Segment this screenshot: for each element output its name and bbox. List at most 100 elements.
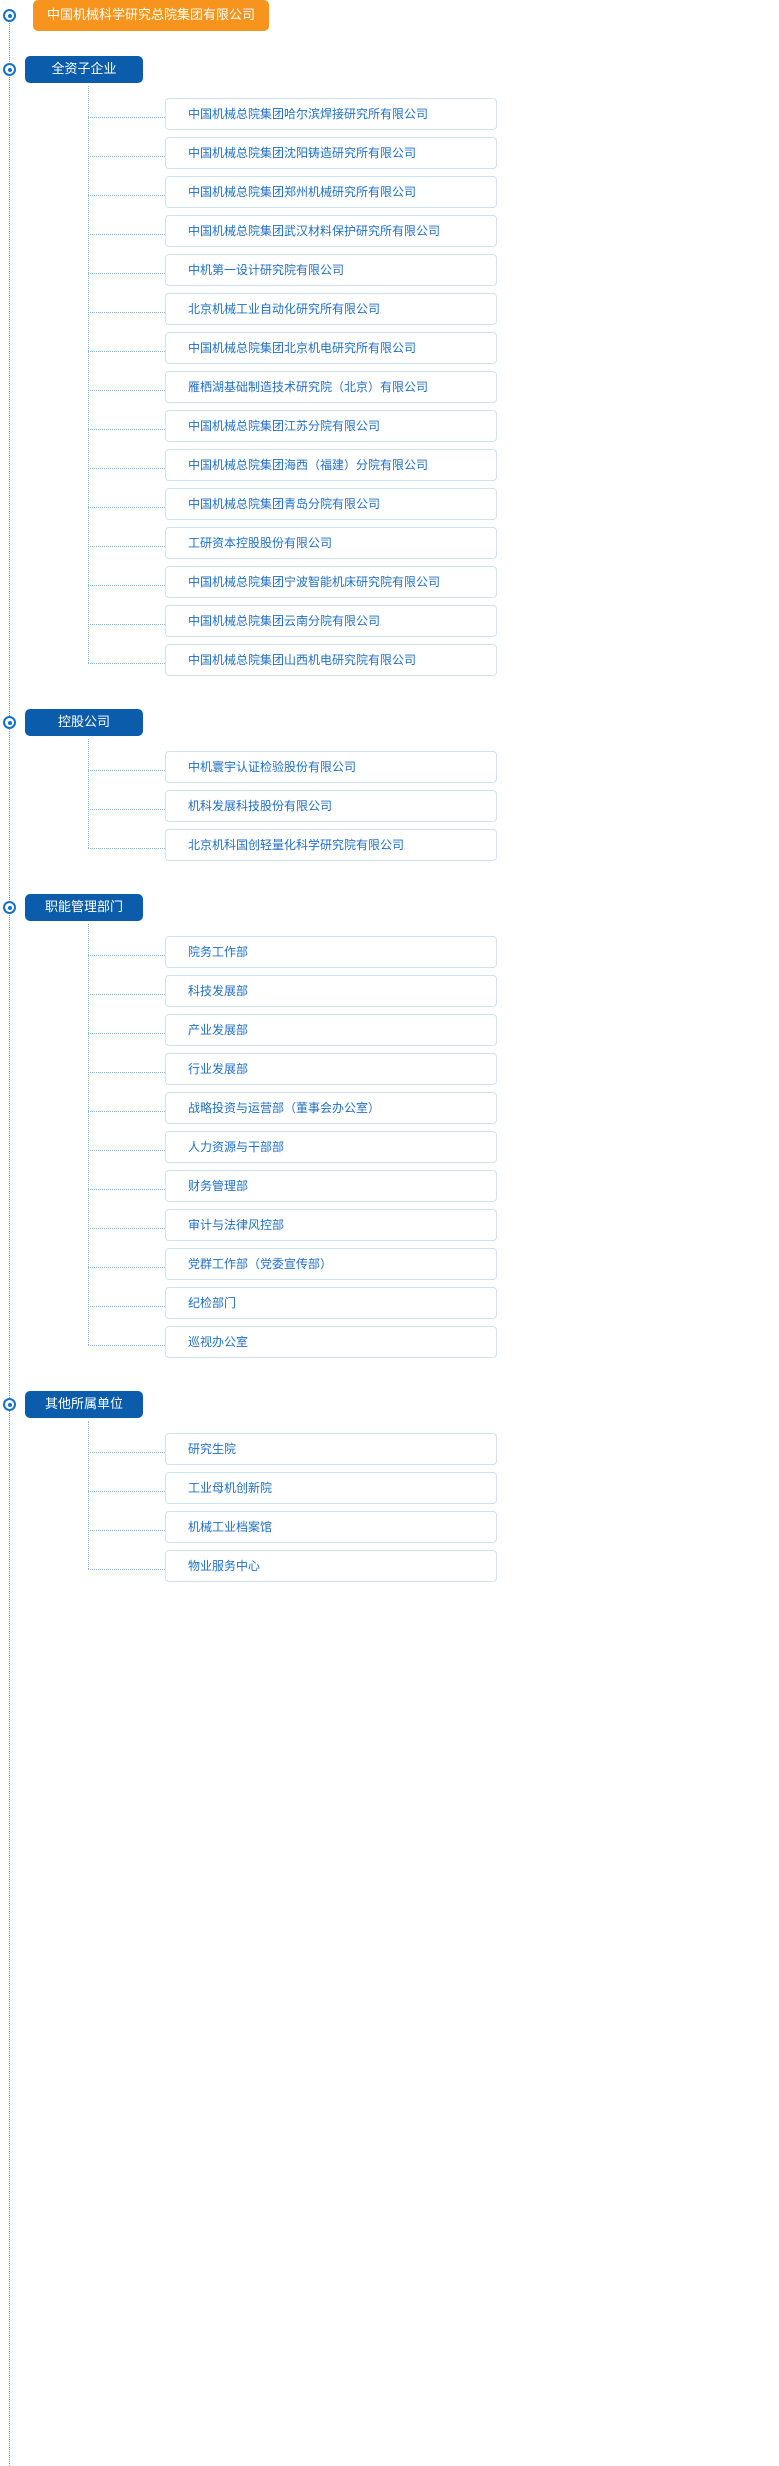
branch-stem-line bbox=[88, 1421, 89, 1569]
group-node-marker-icon[interactable] bbox=[3, 1398, 16, 1411]
leaf-row: 中国机械总院集团郑州机械研究所有限公司 bbox=[0, 176, 779, 215]
leaf-node[interactable]: 中国机械总院集团武汉材料保护研究所有限公司 bbox=[165, 215, 497, 247]
leaf-row: 战略投资与运营部（董事会办公室） bbox=[0, 1092, 779, 1131]
leaf-connector-line bbox=[88, 1267, 165, 1268]
leaf-node[interactable]: 中国机械总院集团郑州机械研究所有限公司 bbox=[165, 176, 497, 208]
group-2: 控股公司中机寰宇认证检验股份有限公司机科发展科技股份有限公司北京机科国创轻量化科… bbox=[0, 705, 779, 890]
leaf-connector-line bbox=[88, 770, 165, 771]
root-node[interactable]: 中国机械科学研究总院集团有限公司 bbox=[33, 0, 270, 31]
trunk-line bbox=[9, 20, 10, 2466]
leaf-node[interactable]: 中国机械总院集团江苏分院有限公司 bbox=[165, 410, 497, 442]
group-node-label[interactable]: 控股公司 bbox=[25, 709, 143, 736]
leaf-row: 纪检部门 bbox=[0, 1287, 779, 1326]
leaf-row: 中机第一设计研究院有限公司 bbox=[0, 254, 779, 293]
group-node-marker-icon[interactable] bbox=[3, 716, 16, 729]
leaf-row: 中国机械总院集团海西（福建）分院有限公司 bbox=[0, 449, 779, 488]
root-row: 中国机械科学研究总院集团有限公司 bbox=[0, 0, 779, 52]
leaf-connector-line bbox=[88, 809, 165, 810]
leaf-node[interactable]: 财务管理部 bbox=[165, 1170, 497, 1202]
leaf-row: 中国机械总院集团山西机电研究院有限公司 bbox=[0, 644, 779, 683]
leaf-connector-line bbox=[88, 994, 165, 995]
group-node-marker-icon[interactable] bbox=[3, 63, 16, 76]
leaf-connector-line bbox=[88, 468, 165, 469]
leaf-node[interactable]: 战略投资与运营部（董事会办公室） bbox=[165, 1092, 497, 1124]
leaf-row: 中国机械总院集团云南分院有限公司 bbox=[0, 605, 779, 644]
group-items: 中机寰宇认证检验股份有限公司机科发展科技股份有限公司北京机科国创轻量化科学研究院… bbox=[0, 739, 779, 868]
leaf-node[interactable]: 科技发展部 bbox=[165, 975, 497, 1007]
branch-stem-line bbox=[88, 924, 89, 1345]
leaf-connector-line bbox=[88, 624, 165, 625]
leaf-node[interactable]: 雁栖湖基础制造技术研究院（北京）有限公司 bbox=[165, 371, 497, 403]
group-items: 院务工作部科技发展部产业发展部行业发展部战略投资与运营部（董事会办公室） 人力资源… bbox=[0, 924, 779, 1365]
leaf-row: 工研资本控股股份有限公司 bbox=[0, 527, 779, 566]
leaf-row: 中机寰宇认证检验股份有限公司 bbox=[0, 751, 779, 790]
leaf-node[interactable]: 工业母机创新院 bbox=[165, 1472, 497, 1504]
leaf-node[interactable]: 审计与法律风控部 bbox=[165, 1209, 497, 1241]
leaf-node[interactable]: 中国机械总院集团云南分院有限公司 bbox=[165, 605, 497, 637]
leaf-connector-line bbox=[88, 663, 165, 664]
leaf-connector-line bbox=[88, 1452, 165, 1453]
leaf-row: 中国机械总院集团青岛分院有限公司 bbox=[0, 488, 779, 527]
leaf-connector-line bbox=[88, 234, 165, 235]
leaf-node[interactable]: 中国机械总院集团青岛分院有限公司 bbox=[165, 488, 497, 520]
leaf-row: 中国机械总院集团宁波智能机床研究院有限公司 bbox=[0, 566, 779, 605]
leaf-node[interactable]: 院务工作部 bbox=[165, 936, 497, 968]
group-header: 全资子企业 bbox=[0, 52, 779, 98]
leaf-row: 物业服务中心 bbox=[0, 1550, 779, 1589]
leaf-node[interactable]: 研究生院 bbox=[165, 1433, 497, 1465]
leaf-connector-line bbox=[88, 955, 165, 956]
leaf-connector-line bbox=[88, 1569, 165, 1570]
leaf-connector-line bbox=[88, 507, 165, 508]
leaf-connector-line bbox=[88, 1491, 165, 1492]
leaf-node[interactable]: 机械工业档案馆 bbox=[165, 1511, 497, 1543]
leaf-row: 机科发展科技股份有限公司 bbox=[0, 790, 779, 829]
group-node-label[interactable]: 其他所属单位 bbox=[25, 1391, 143, 1418]
leaf-node[interactable]: 行业发展部 bbox=[165, 1053, 497, 1085]
leaf-row: 中国机械总院集团武汉材料保护研究所有限公司 bbox=[0, 215, 779, 254]
group-node-marker-icon[interactable] bbox=[3, 901, 16, 914]
root-node-marker-icon[interactable] bbox=[3, 9, 16, 22]
branch-stem-line bbox=[88, 86, 89, 663]
leaf-connector-line bbox=[88, 273, 165, 274]
leaf-connector-line bbox=[88, 1033, 165, 1034]
leaf-connector-line bbox=[88, 429, 165, 430]
leaf-connector-line bbox=[88, 117, 165, 118]
leaf-node[interactable]: 产业发展部 bbox=[165, 1014, 497, 1046]
leaf-node[interactable]: 中国机械总院集团哈尔滨焊接研究所有限公司 bbox=[165, 98, 497, 130]
group-node-label[interactable]: 全资子企业 bbox=[25, 56, 143, 83]
leaf-node[interactable]: 中机寰宇认证检验股份有限公司 bbox=[165, 751, 497, 783]
leaf-connector-line bbox=[88, 1189, 165, 1190]
leaf-connector-line bbox=[88, 1345, 165, 1346]
leaf-row: 院务工作部 bbox=[0, 936, 779, 975]
leaf-row: 北京机科国创轻量化科学研究院有限公司 bbox=[0, 829, 779, 868]
groups-container: 全资子企业中国机械总院集团哈尔滨焊接研究所有限公司中国机械总院集团沈阳铸造研究所… bbox=[0, 52, 779, 1611]
leaf-row: 工业母机创新院 bbox=[0, 1472, 779, 1511]
leaf-node[interactable]: 中国机械总院集团宁波智能机床研究院有限公司 bbox=[165, 566, 497, 598]
group-header: 职能管理部门 bbox=[0, 890, 779, 936]
leaf-node[interactable]: 中国机械总院集团海西（福建）分院有限公司 bbox=[165, 449, 497, 481]
leaf-node[interactable]: 机科发展科技股份有限公司 bbox=[165, 790, 497, 822]
leaf-node[interactable]: 中机第一设计研究院有限公司 bbox=[165, 254, 497, 286]
leaf-node[interactable]: 中国机械总院集团北京机电研究所有限公司 bbox=[165, 332, 497, 364]
group-node-label[interactable]: 职能管理部门 bbox=[25, 894, 143, 921]
leaf-node[interactable]: 纪检部门 bbox=[165, 1287, 497, 1319]
leaf-connector-line bbox=[88, 1228, 165, 1229]
leaf-row: 产业发展部 bbox=[0, 1014, 779, 1053]
leaf-node[interactable]: 工研资本控股股份有限公司 bbox=[165, 527, 497, 559]
group-spacer bbox=[0, 868, 779, 890]
leaf-connector-line bbox=[88, 585, 165, 586]
leaf-connector-line bbox=[88, 848, 165, 849]
leaf-connector-line bbox=[88, 1306, 165, 1307]
leaf-node[interactable]: 党群工作部（党委宣传部） bbox=[165, 1248, 497, 1280]
leaf-node[interactable]: 北京机械工业自动化研究所有限公司 bbox=[165, 293, 497, 325]
leaf-node[interactable]: 物业服务中心 bbox=[165, 1550, 497, 1582]
leaf-row: 中国机械总院集团北京机电研究所有限公司 bbox=[0, 332, 779, 371]
leaf-row: 财务管理部 bbox=[0, 1170, 779, 1209]
leaf-connector-line bbox=[88, 351, 165, 352]
leaf-node[interactable]: 巡视办公室 bbox=[165, 1326, 497, 1358]
leaf-node[interactable]: 中国机械总院集团山西机电研究院有限公司 bbox=[165, 644, 497, 676]
leaf-node[interactable]: 北京机科国创轻量化科学研究院有限公司 bbox=[165, 829, 497, 861]
leaf-node[interactable]: 中国机械总院集团沈阳铸造研究所有限公司 bbox=[165, 137, 497, 169]
leaf-node[interactable]: 人力资源与干部部 bbox=[165, 1131, 497, 1163]
